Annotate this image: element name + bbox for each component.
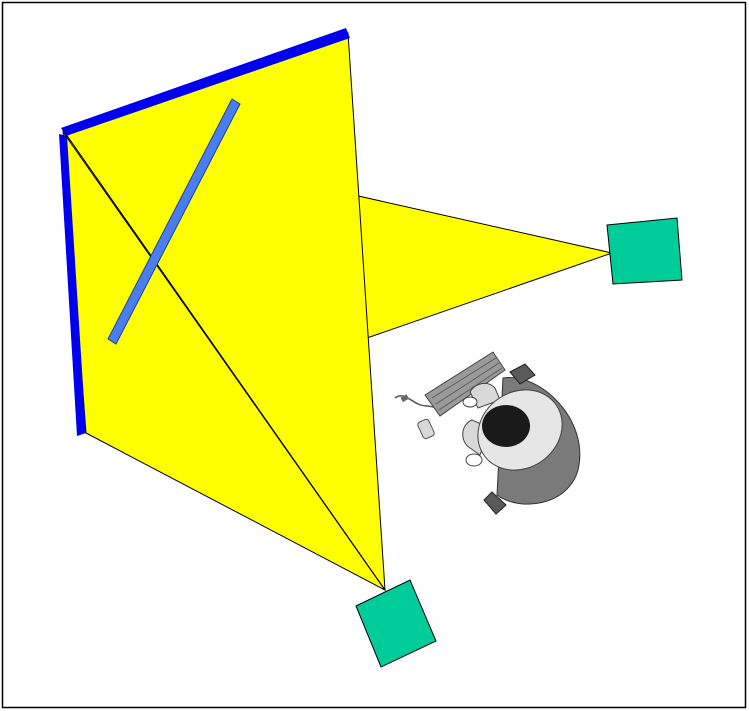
projector-right [607, 218, 682, 284]
